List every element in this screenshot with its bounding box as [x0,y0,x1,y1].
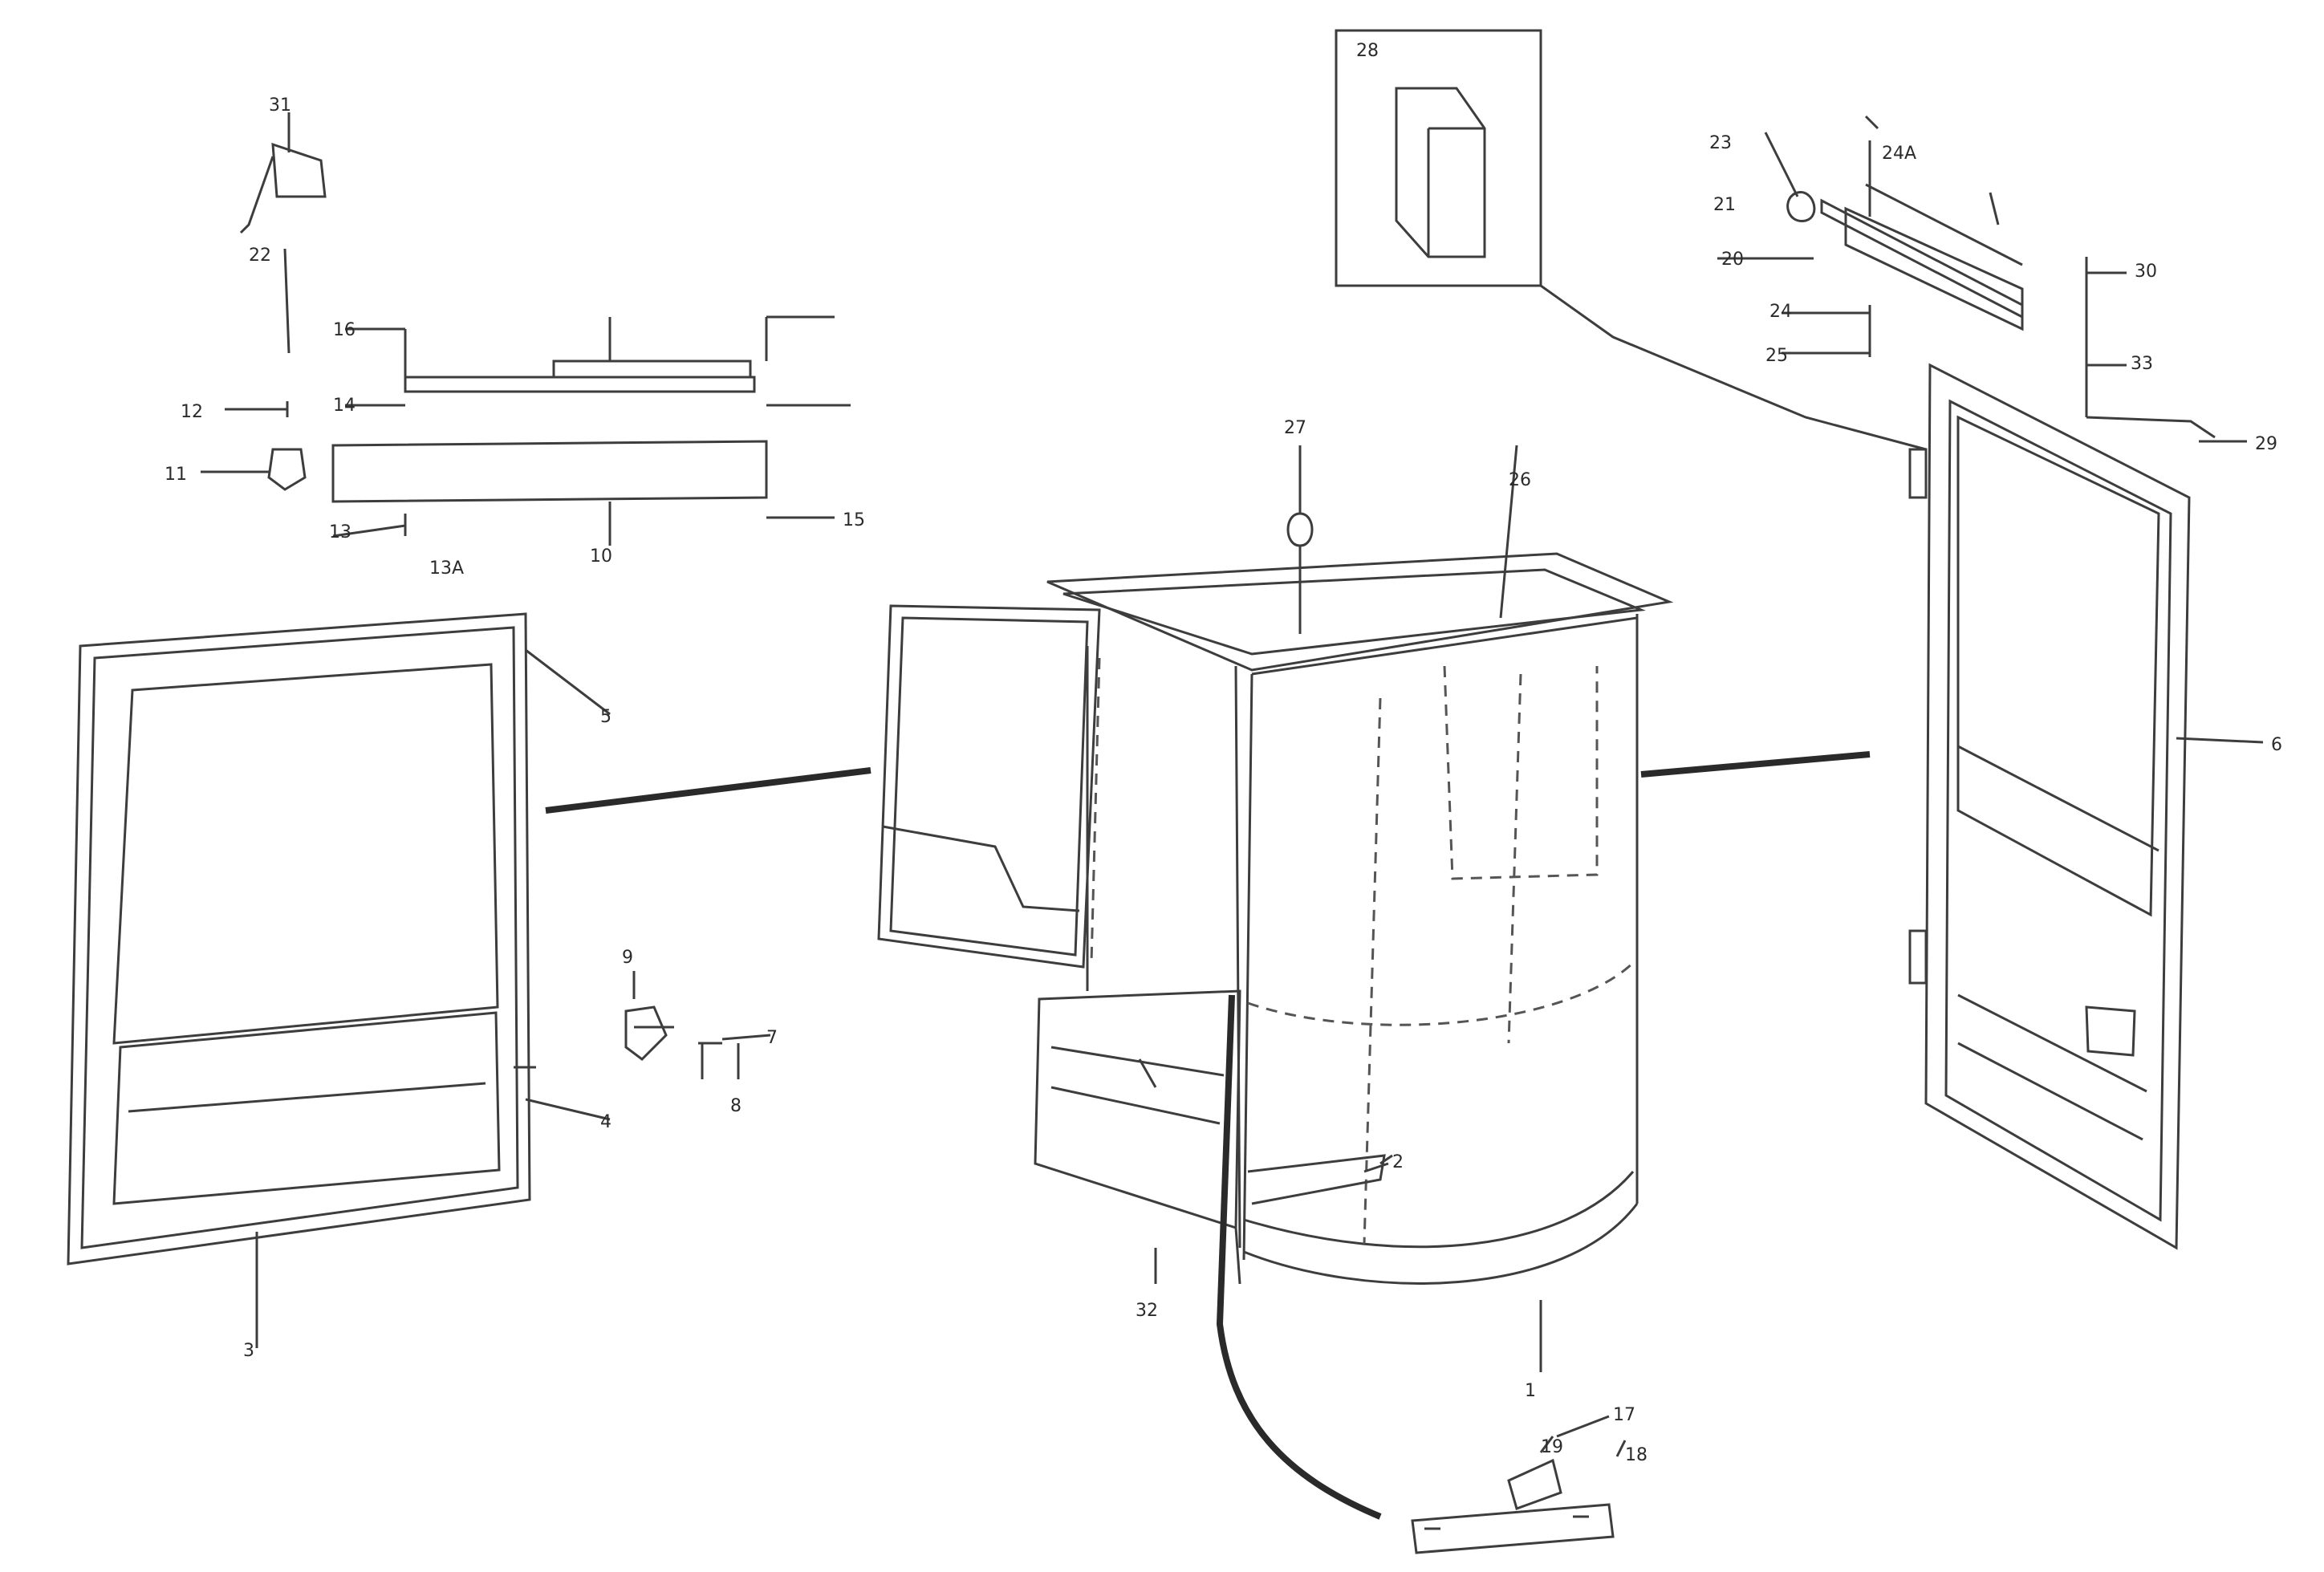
callout-label: 28 [1356,41,1379,61]
callout-label: 10 [590,546,612,567]
callout-label: 31 [269,95,291,116]
bottom-bracket [1411,1415,1627,1554]
callout-label: 21 [1713,195,1736,215]
callout-label: 22 [249,246,271,266]
callout-label: 3 [243,1341,254,1361]
left-door [67,612,611,1348]
callout-label: 33 [2131,354,2153,374]
cab-body [877,445,1674,1372]
callout-label: 23 [1709,133,1732,153]
callout-label: 9 [622,948,633,968]
callout-label: 15 [843,510,865,530]
callout-label: 2 [1392,1152,1404,1172]
callout-label: 13 [329,522,351,542]
right-door-leader [1640,751,1871,778]
callout-label: 6 [2271,735,2282,755]
callout-label: 7 [766,1028,778,1048]
detail-inset [1335,29,1927,451]
right-hinge-strip [1717,115,2247,443]
callout-label: 20 [1721,250,1744,270]
callout-label: 17 [1613,1405,1635,1425]
callout-labels: 1 2 3 4 5 6 7 8 9 10 11 12 13 13A 14 15 … [165,41,2282,1465]
callout-label: 11 [165,465,187,485]
callout-label: 18 [1625,1445,1648,1465]
callout-label: 4 [600,1112,611,1132]
callout-label: 26 [1509,470,1531,490]
right-door [1908,363,2264,1250]
callout-label: 29 [2255,434,2277,454]
callout-label: 8 [730,1096,741,1116]
callout-label: 1 [1525,1381,1536,1401]
callout-label: 16 [333,320,356,340]
wiring-harness [1216,994,1382,1520]
callout-label: 19 [1541,1437,1563,1457]
left-door-leader [545,767,872,814]
callout-label: 24A [1882,144,1916,164]
callout-label: 32 [1136,1301,1158,1321]
hinge-assembly [201,112,851,546]
callout-label: 12 [181,402,203,422]
door-handle [514,971,771,1079]
callout-label: 13A [429,559,464,579]
callout-label: 5 [600,707,611,727]
callout-label: 30 [2135,262,2157,282]
callout-label: 25 [1765,346,1788,366]
callout-label: 14 [333,396,356,416]
callout-label: 27 [1284,418,1306,438]
callout-label: 24 [1769,302,1792,322]
